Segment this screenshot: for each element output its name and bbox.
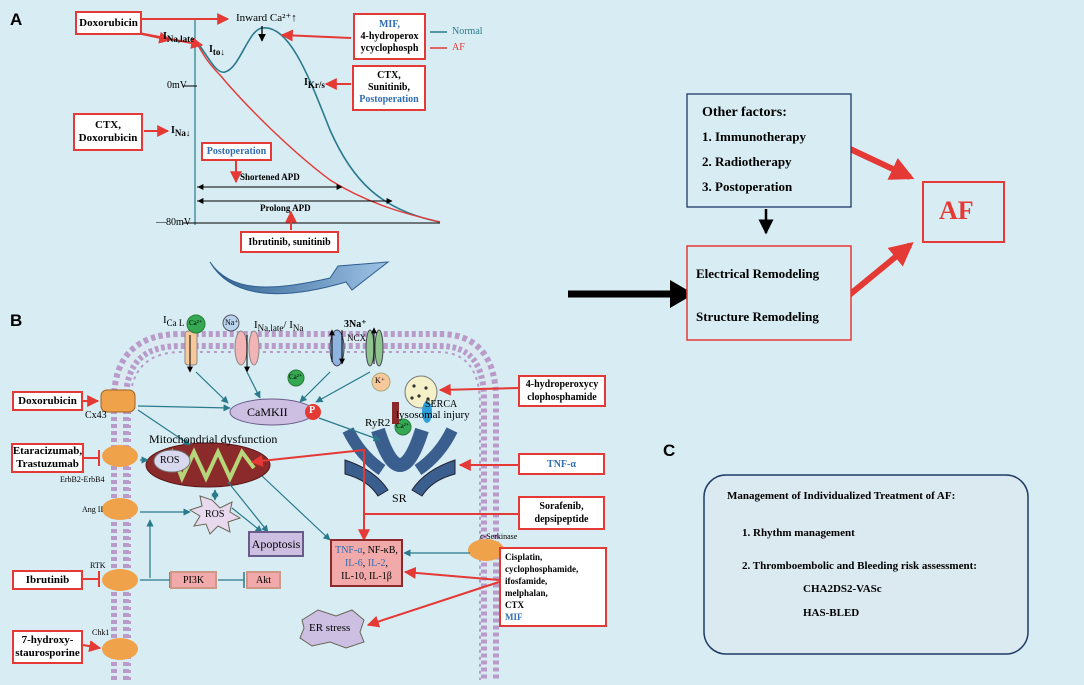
mito-label: Mitochondrial dysfunction — [149, 432, 278, 446]
k-channel — [365, 329, 375, 367]
panel-b-label: B — [10, 311, 23, 330]
erbb-receptor — [102, 445, 138, 467]
other-factors-title: Other factors: — [702, 105, 787, 120]
er-stress-shape — [299, 609, 365, 649]
doxorubicin-box-a: Doxorubicin — [75, 11, 142, 35]
ibrutinib-box: Ibrutinib — [12, 570, 83, 590]
ryr2-label: RyR2 — [365, 417, 391, 429]
ibrutinib-sunitinib-box: Ibrutinib, sunitinib — [240, 231, 339, 253]
tnf-box: TNF-α — [518, 453, 605, 475]
legend-normal-label: Normal — [452, 26, 483, 37]
ncx-label: NCX — [347, 333, 367, 343]
serkinase-receptor — [468, 539, 504, 561]
other-factors-box — [686, 93, 852, 208]
af-trace — [194, 39, 441, 223]
panel-a-label: A — [10, 10, 23, 29]
hydroxy-staurosporine-box: 7-hydroxy-staurosporine — [12, 630, 83, 664]
serca-label: SERCA — [425, 399, 458, 410]
rtk-label: RTK — [90, 561, 106, 570]
panel-c-label: C — [663, 441, 676, 460]
cytokine-box: TNF-α, NF-κB,IL-6, IL-2,IL-10, IL-1β — [330, 539, 403, 587]
ca-ion-2-label: Ca²⁺ — [289, 373, 303, 381]
etaracizumab-box: Etaracizumab,Trastuzumab — [11, 443, 84, 473]
ncx-exchanger — [329, 329, 345, 367]
er-stress-label: ER stress — [309, 622, 351, 634]
af-label: AF — [939, 196, 974, 225]
sweep-arrow-graphic — [209, 261, 390, 295]
serca-shape — [422, 401, 432, 423]
prolong-apd-label: Prolong APD — [260, 203, 311, 213]
remodeling-box — [686, 245, 852, 341]
ang-receptor — [102, 498, 138, 520]
management-title: Management of Individualized Treatment o… — [727, 490, 956, 502]
cell-membrane — [111, 331, 499, 680]
ang-label: Ang II — [82, 505, 104, 514]
ros-mito-label: ROS — [160, 455, 180, 466]
chk1-label: Chk1 — [92, 628, 110, 637]
electrical-remodeling: Electrical Remodeling — [696, 266, 820, 281]
ca-ion-2 — [287, 369, 305, 387]
management-item-2: 2. Thromboembolic and Bleeding risk asse… — [742, 560, 977, 572]
na-ion-label: Na⁺ — [225, 318, 239, 327]
chk1-receptor — [102, 638, 138, 660]
lysosomal-label: lysosomal injury — [396, 409, 470, 421]
ctx-sunitinib-box: CTX,Sunitinib,Postoperation — [352, 65, 426, 111]
af-box-frame — [922, 181, 1005, 243]
phospho-badge — [305, 404, 321, 420]
factor-3: 3. Postoperation — [702, 179, 793, 194]
inward-ca-label: Inward Ca²⁺↑ — [236, 12, 297, 24]
ctx-doxorubicin-box: CTX,Doxorubicin — [73, 113, 143, 151]
rtk-receptor — [102, 569, 138, 591]
shortened-apd-label: Shortened APD — [240, 172, 300, 182]
pi3k-box: PI3K — [170, 571, 217, 589]
ina-channel — [234, 330, 248, 366]
doxorubicin-box-b: Doxorubicin — [12, 391, 83, 411]
ina-label: INa↓ — [171, 125, 191, 138]
k-ion-label: K⁺ — [375, 376, 385, 385]
ca-ion-sr-label: Ca²⁺ — [396, 422, 410, 430]
ito-label: Ito↓ — [209, 44, 225, 57]
ical-label: ICa L — [163, 314, 185, 329]
zero-mv-label: 0mV — [167, 80, 187, 91]
ryr2-shape — [392, 402, 399, 424]
apoptosis-box: Apoptosis — [248, 531, 304, 557]
management-item-1: 1. Rhythm management — [742, 527, 855, 539]
three-na-label: 3Na⁺ — [344, 319, 367, 330]
sr-label: SR — [392, 491, 407, 505]
sr-right — [411, 459, 456, 497]
score-cha2ds2: CHA2DS2-VASc — [803, 583, 882, 595]
p-badge-label: P — [309, 405, 316, 416]
postoperation-box: Postoperation — [201, 142, 272, 161]
erbb-label: ErbB2-ErbB4 — [60, 475, 105, 484]
na-ion — [222, 314, 240, 332]
ca-ion — [186, 314, 206, 334]
camkii-label: CaMKII — [247, 405, 288, 419]
cx43-shape — [100, 389, 136, 413]
management-box — [703, 474, 1029, 655]
serkinase-label: c-Serkinase — [480, 532, 518, 541]
ica-channel — [184, 330, 198, 366]
legend-af-label: AF — [452, 42, 465, 53]
structure-remodeling: Structure Remodeling — [696, 309, 819, 324]
cx43-label: Cx43 — [85, 410, 107, 421]
ros-label: ROS — [205, 509, 225, 520]
minus80-label: —80mV — [156, 217, 191, 228]
ros-star — [188, 495, 242, 535]
factor-1: 1. Immunotherapy — [702, 129, 807, 144]
ina-late-label: INa,late — [163, 31, 195, 44]
drug-list-box: Cisplatin,cyclophosphamide,ifosfamide,me… — [499, 547, 607, 627]
k-ion — [371, 372, 391, 392]
ikr-label: IKr/s — [304, 77, 325, 90]
ina-channel-label: INa,late/ INa — [254, 319, 304, 334]
akt-box: Akt — [246, 571, 281, 589]
score-hasbled: HAS-BLED — [803, 607, 860, 619]
ca-ion-label: Ca²⁺ — [189, 319, 203, 327]
factor-2: 2. Radiotherapy — [702, 154, 792, 169]
sorafenib-box: Sorafenib,depsipeptide — [518, 496, 605, 530]
